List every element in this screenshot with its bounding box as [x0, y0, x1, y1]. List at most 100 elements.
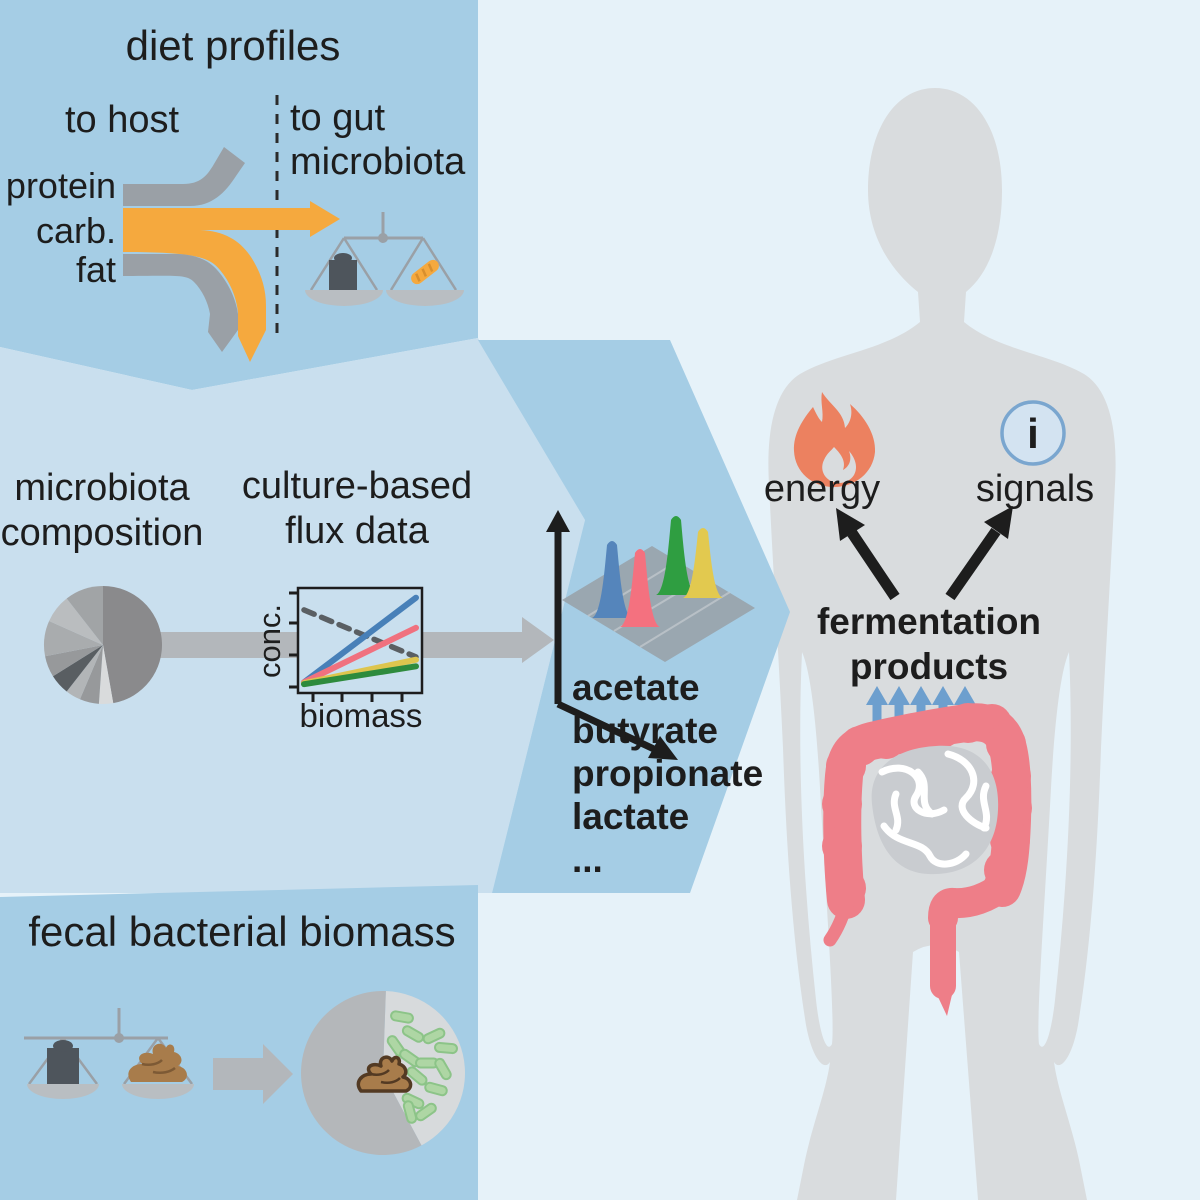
nutrient-protein: protein: [6, 165, 116, 206]
pie-slice-5: [45, 645, 103, 677]
microbiota-comp-label-2: composition: [1, 512, 204, 554]
fermentation-label-1: fermentation: [817, 601, 1041, 642]
flux-chart: conc. biomass: [252, 586, 424, 734]
metabolite-label-more: ...: [572, 839, 603, 880]
diet-balance-scale: [305, 212, 464, 306]
right-arm-gap: [1038, 652, 1071, 1047]
diet-title: diet profiles: [126, 22, 341, 69]
stool-in-circle-icon: [356, 1055, 413, 1093]
fecal-section: fecal bacterial biomass: [24, 908, 465, 1155]
fecal-weight-knob: [53, 1040, 73, 1052]
up-arrow-2: [888, 686, 910, 737]
microbiota-comp-label-1: microbiota: [14, 467, 190, 509]
bacterium-rod-13: [402, 1100, 418, 1124]
bacterium-rod-4: [422, 1027, 446, 1045]
fermentation-label-2: products: [850, 646, 1008, 687]
middle-panel: [0, 338, 585, 893]
metabolite-label-acetate: acetate: [572, 667, 700, 708]
arrow-to-signals-shaft: [945, 527, 1001, 601]
flux-axis-ticks: [289, 591, 404, 702]
fecal-title: fecal bacterial biomass: [28, 908, 455, 955]
spectra-3d-plot: acetatebutyratepropionatelactate...: [546, 510, 763, 880]
flux-line-acetate: [301, 594, 419, 686]
bacterium-rod-5: [434, 1041, 458, 1055]
metabolite-label-lactate: lactate: [572, 796, 689, 837]
stool-outlined-swirls: [370, 1069, 401, 1085]
flux-lines: [301, 594, 419, 688]
scale-hangers: [309, 237, 458, 291]
bacterium-rod-2: [401, 1025, 425, 1043]
scale-right-pan: [386, 290, 464, 306]
peak-lactate: [683, 528, 723, 598]
fecal-balance-scale: [24, 1008, 194, 1099]
peak-propionate: [656, 516, 696, 595]
pie-slice-3: [66, 645, 103, 700]
pie-slice-8: [66, 586, 103, 645]
info-icon: i: [1000, 400, 1066, 466]
info-glyph: i: [1027, 410, 1039, 457]
to-gut-label-1: to gut: [290, 97, 386, 139]
culture-based-label-1: culture-based: [242, 465, 472, 507]
fecal-scale-hangers: [27, 1037, 194, 1085]
fecal-weight-icon: [47, 1048, 79, 1084]
fecal-arrowhead: [263, 1044, 293, 1104]
fermentation-arrows: [836, 506, 1013, 601]
to-host-label: to host: [65, 99, 180, 141]
diet-profiles-section: diet profiles to host to gut microbiota …: [6, 22, 466, 362]
info-circle: [1000, 400, 1066, 466]
stool-swirl-lines: [141, 1059, 176, 1075]
flux-line-substrate-declining: [301, 607, 419, 660]
arrow-to-energy-shaft: [847, 529, 900, 601]
flux-line-propionate: [301, 663, 419, 688]
bacterium-rod-8: [434, 1057, 452, 1081]
culture-based-label-2: flux data: [285, 510, 430, 552]
carb-to-gut-band: [123, 208, 310, 230]
spectra-x-arrowhead: [648, 736, 678, 760]
weight-knob: [334, 253, 352, 263]
flow-band-arrowhead: [522, 617, 554, 663]
flow-band-left: [160, 632, 298, 658]
body-shape: [768, 88, 1116, 1200]
flow-band-right: [422, 632, 522, 658]
flame-icon: [793, 392, 876, 487]
pie-slice-1: [98, 645, 114, 705]
arrow-to-signals-head: [984, 506, 1013, 539]
signals-label: signals: [976, 468, 1094, 510]
rectum-tip: [931, 982, 955, 1016]
metabolite-label-propionate: propionate: [572, 753, 763, 794]
pie-slice-0: [103, 586, 163, 704]
pie-slice-6: [44, 621, 103, 657]
flame-inner: [822, 447, 857, 483]
fecal-right-pan: [122, 1084, 194, 1099]
human-body-silhouette: [768, 88, 1116, 1200]
nutrient-carb: carb.: [36, 210, 116, 251]
metabolite-label-butyrate: butyrate: [572, 710, 718, 751]
flux-ylabel: conc.: [252, 604, 287, 678]
nutrient-fat: fat: [76, 249, 116, 290]
spectra-peaks: [592, 516, 723, 627]
stool-on-pan-icon: [128, 1043, 187, 1082]
metabolite-labels: acetatebutyratepropionatelactate...: [572, 667, 763, 880]
host-section: energy i signals fermentation products: [764, 392, 1094, 1016]
fecal-arrow-shaft: [213, 1058, 263, 1090]
bacterium-rod-9: [406, 1066, 428, 1086]
flux-chart-frame: [296, 586, 424, 695]
intestines: [822, 703, 1032, 1016]
fecal-left-pan: [27, 1084, 99, 1099]
flux-xlabel: biomass: [300, 697, 423, 734]
weight-icon: [329, 260, 357, 290]
flux-line-butyrate: [301, 624, 419, 686]
carb-down-band: [123, 230, 266, 362]
spectra-y-arrowhead: [546, 510, 570, 532]
grain-dashes: [415, 263, 434, 282]
appendix: [823, 891, 855, 947]
small-intestine-coils: [878, 750, 991, 868]
grain-icon: [411, 259, 439, 285]
to-gut-label-2: microbiota: [290, 141, 466, 183]
pie-slice-4: [52, 645, 103, 692]
bacterium-rod-1: [390, 1010, 414, 1024]
peak-acetate: [592, 541, 632, 618]
microbiota-pie-chart: [44, 586, 163, 705]
energy-label: energy: [764, 468, 880, 510]
leg-gap: [896, 945, 978, 1200]
